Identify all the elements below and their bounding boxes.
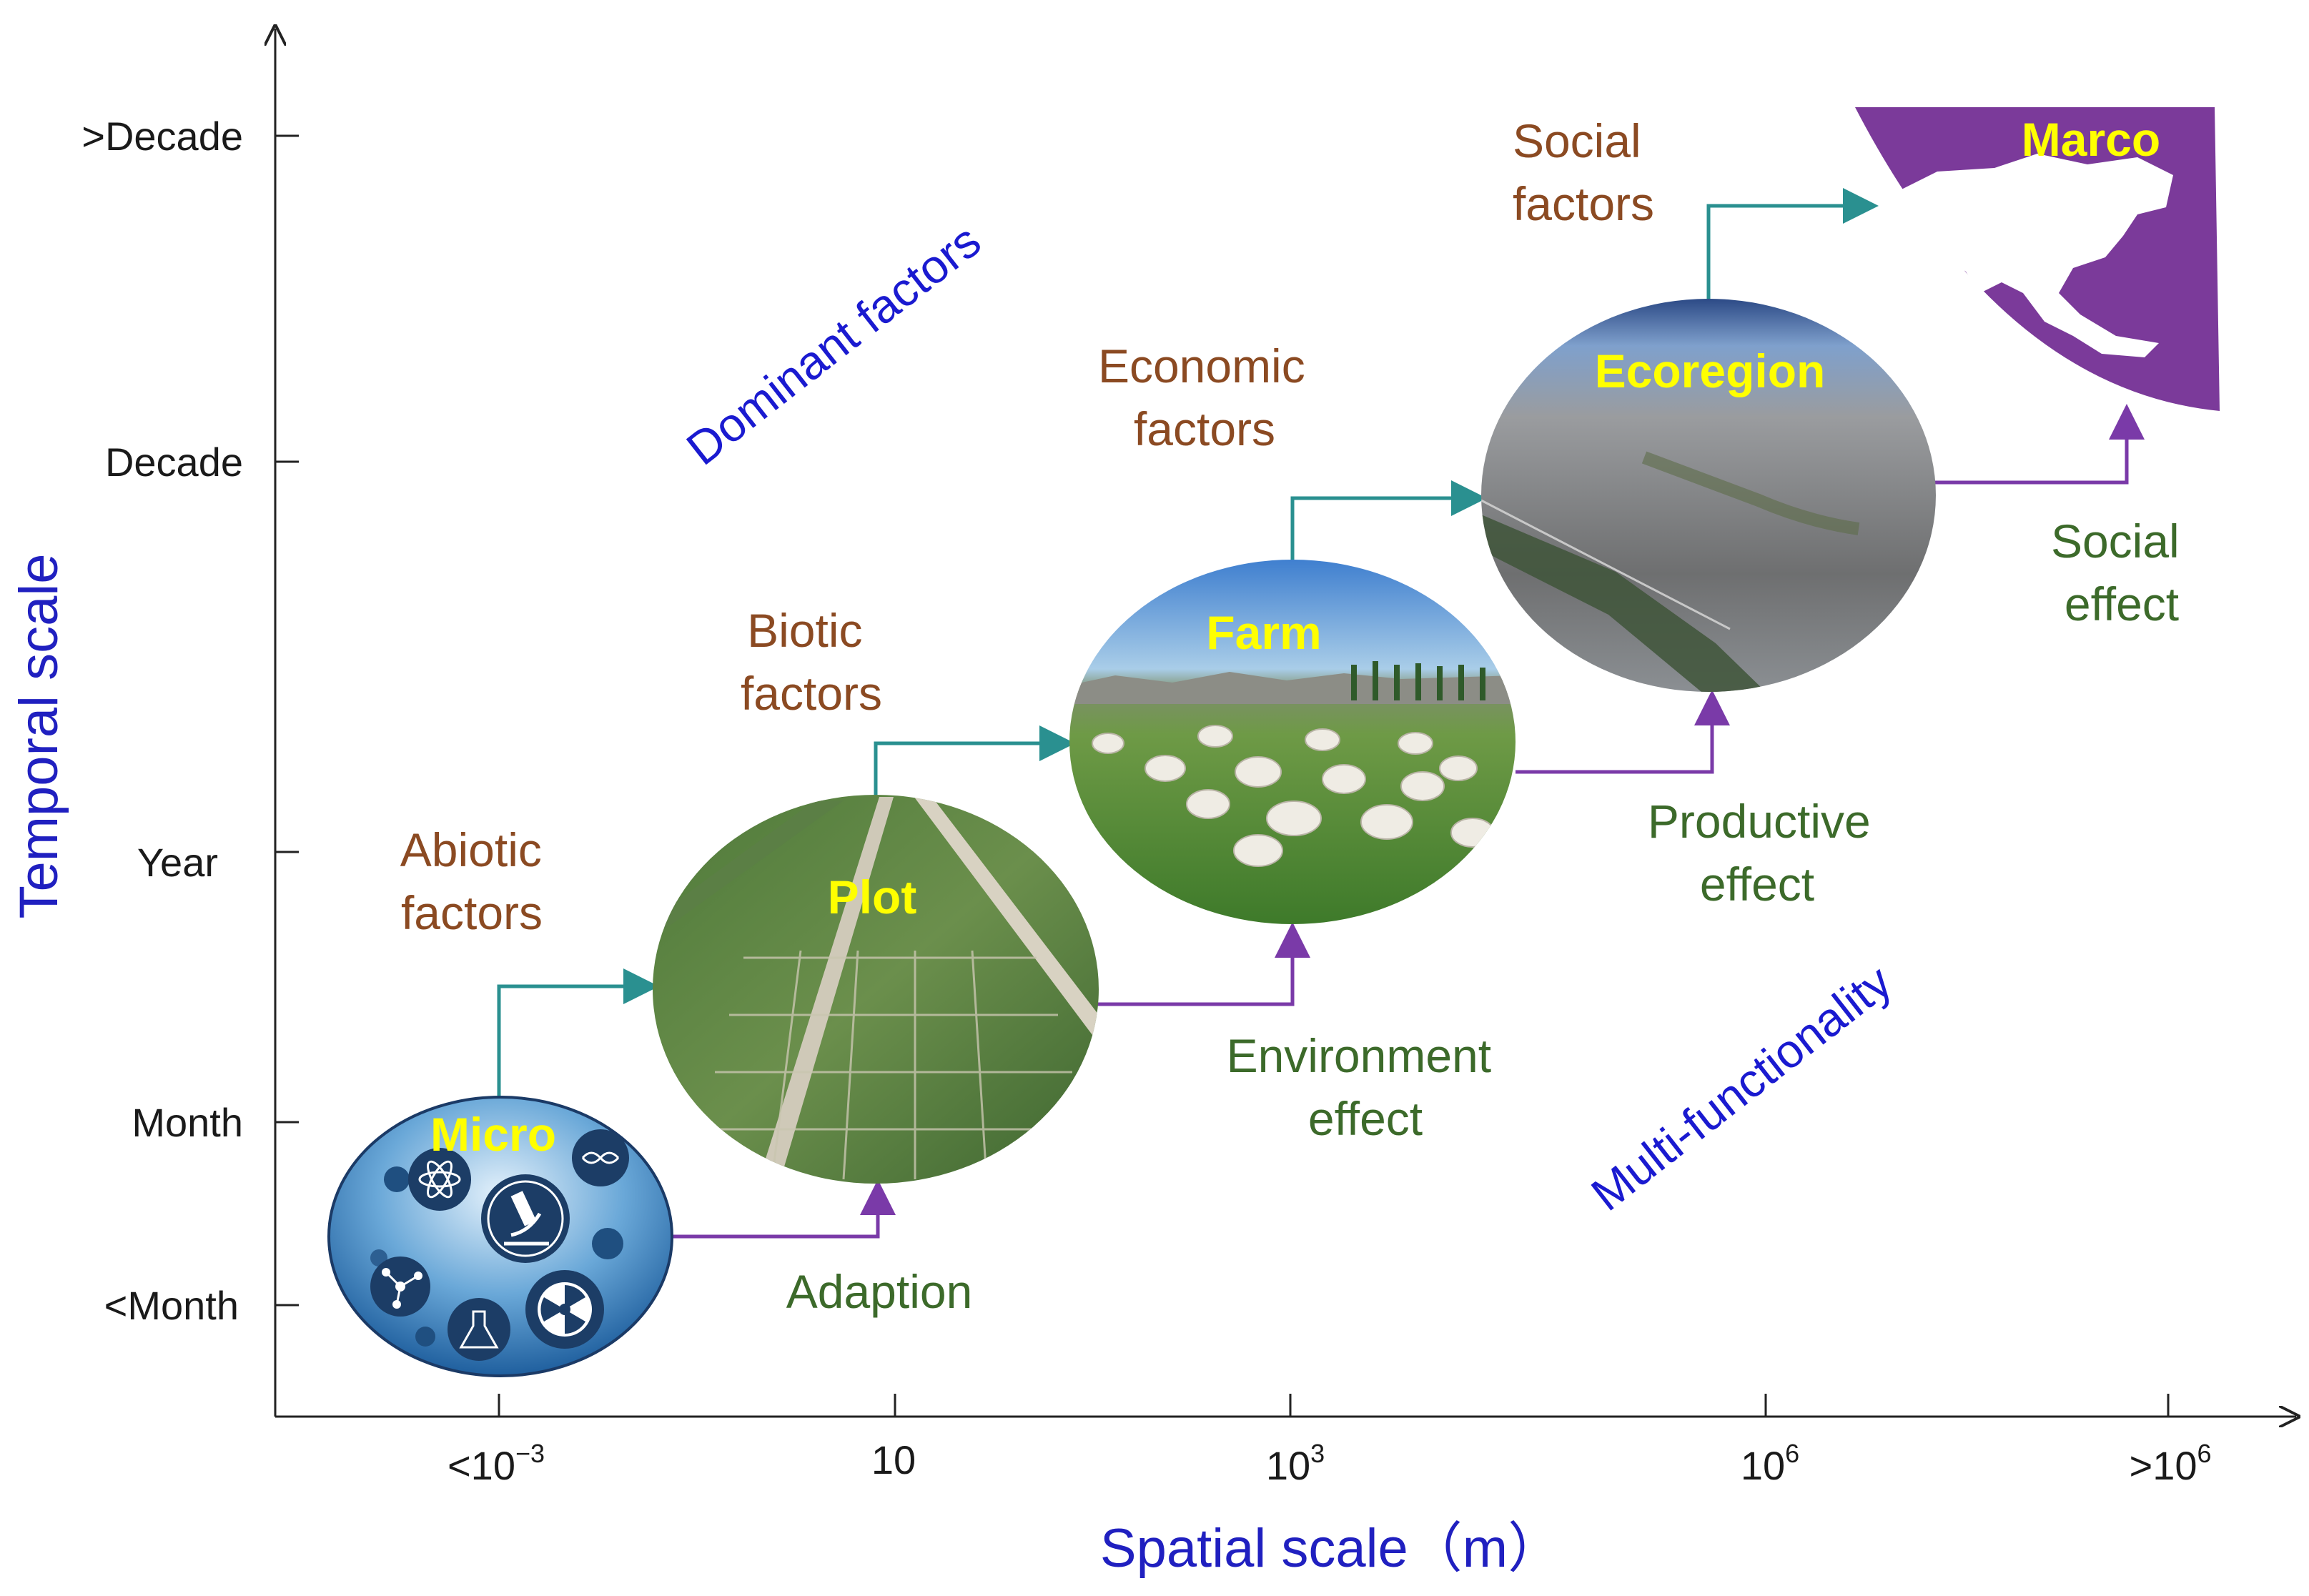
x-tick-label: 10 <box>871 1437 916 1482</box>
economic-factors-label: Economic factors <box>1098 339 1318 455</box>
social-factors-label: Social factors <box>1513 114 1654 230</box>
asia-map-icon <box>1894 154 2173 357</box>
arrow-environment-effect <box>1097 922 1310 1006</box>
x-tick-label: 103 <box>1266 1439 1325 1488</box>
y-tick-label: <Month <box>104 1283 239 1328</box>
plot-label: Plot <box>828 871 917 923</box>
arrow-ecoregion-to-marco <box>1706 188 1879 299</box>
micro-label: Micro <box>430 1108 556 1161</box>
microscope-icon <box>481 1174 570 1263</box>
ecoregion-label: Ecoregion <box>1595 345 1826 397</box>
productive-effect-label: Productive effect <box>1648 795 1884 911</box>
x-tick-label: 106 <box>1741 1439 1799 1488</box>
marco-node: Marco <box>1855 107 2220 411</box>
molecule-icon <box>370 1257 430 1317</box>
arrow-productive-effect <box>1516 690 1730 774</box>
flask-icon <box>448 1298 510 1361</box>
y-tick-label: Month <box>132 1100 243 1145</box>
x-tick-label: <10−3 <box>448 1439 545 1488</box>
x-tick-marks <box>498 1394 2170 1417</box>
radiation-icon <box>525 1270 604 1349</box>
y-tick-label: Decade <box>105 440 243 485</box>
farm-node: Farm <box>1069 560 1516 924</box>
atom-icon <box>408 1148 471 1211</box>
y-axis-title: Temporal scale <box>9 553 69 918</box>
abiotic-factors-label: Abiotic factors <box>400 823 555 939</box>
y-tick-marks <box>275 134 299 1307</box>
y-tick-label: >Decade <box>81 114 243 159</box>
arrow-social-effect <box>1934 404 2145 485</box>
environment-effect-label: Environment effect <box>1227 1029 1505 1145</box>
adaption-label: Adaption <box>786 1265 973 1318</box>
y-tick-label: Year <box>137 840 218 885</box>
plot-node: Plot <box>653 795 1099 1184</box>
x-axis-title: Spatial scale（m） <box>1100 1518 1562 1579</box>
farm-label: Farm <box>1206 606 1321 659</box>
dna-icon <box>572 1129 629 1186</box>
factor-arrows <box>497 188 1879 1097</box>
dominant-factors-label: Dominant factors <box>677 214 991 475</box>
effect-arrows <box>671 404 2145 1239</box>
multi-functionality-label: Multi-functionality <box>1581 955 1901 1221</box>
x-tick-label: >106 <box>2129 1439 2211 1488</box>
social-effect-label: Social effect <box>2051 515 2192 630</box>
marco-label: Marco <box>2022 113 2160 166</box>
ecoregion-node: Ecoregion <box>1481 299 1936 692</box>
biotic-factors-label: Biotic factors <box>741 604 882 720</box>
axes: >Decade Decade Year Month <Month <10−3 1… <box>9 29 2296 1579</box>
micro-node: Micro <box>327 1096 673 1377</box>
arrow-micro-to-plot <box>497 968 659 1097</box>
arrow-plot-to-farm <box>874 725 1075 795</box>
arrow-farm-to-ecoregion <box>1290 480 1487 560</box>
arrow-adaption <box>671 1179 896 1239</box>
